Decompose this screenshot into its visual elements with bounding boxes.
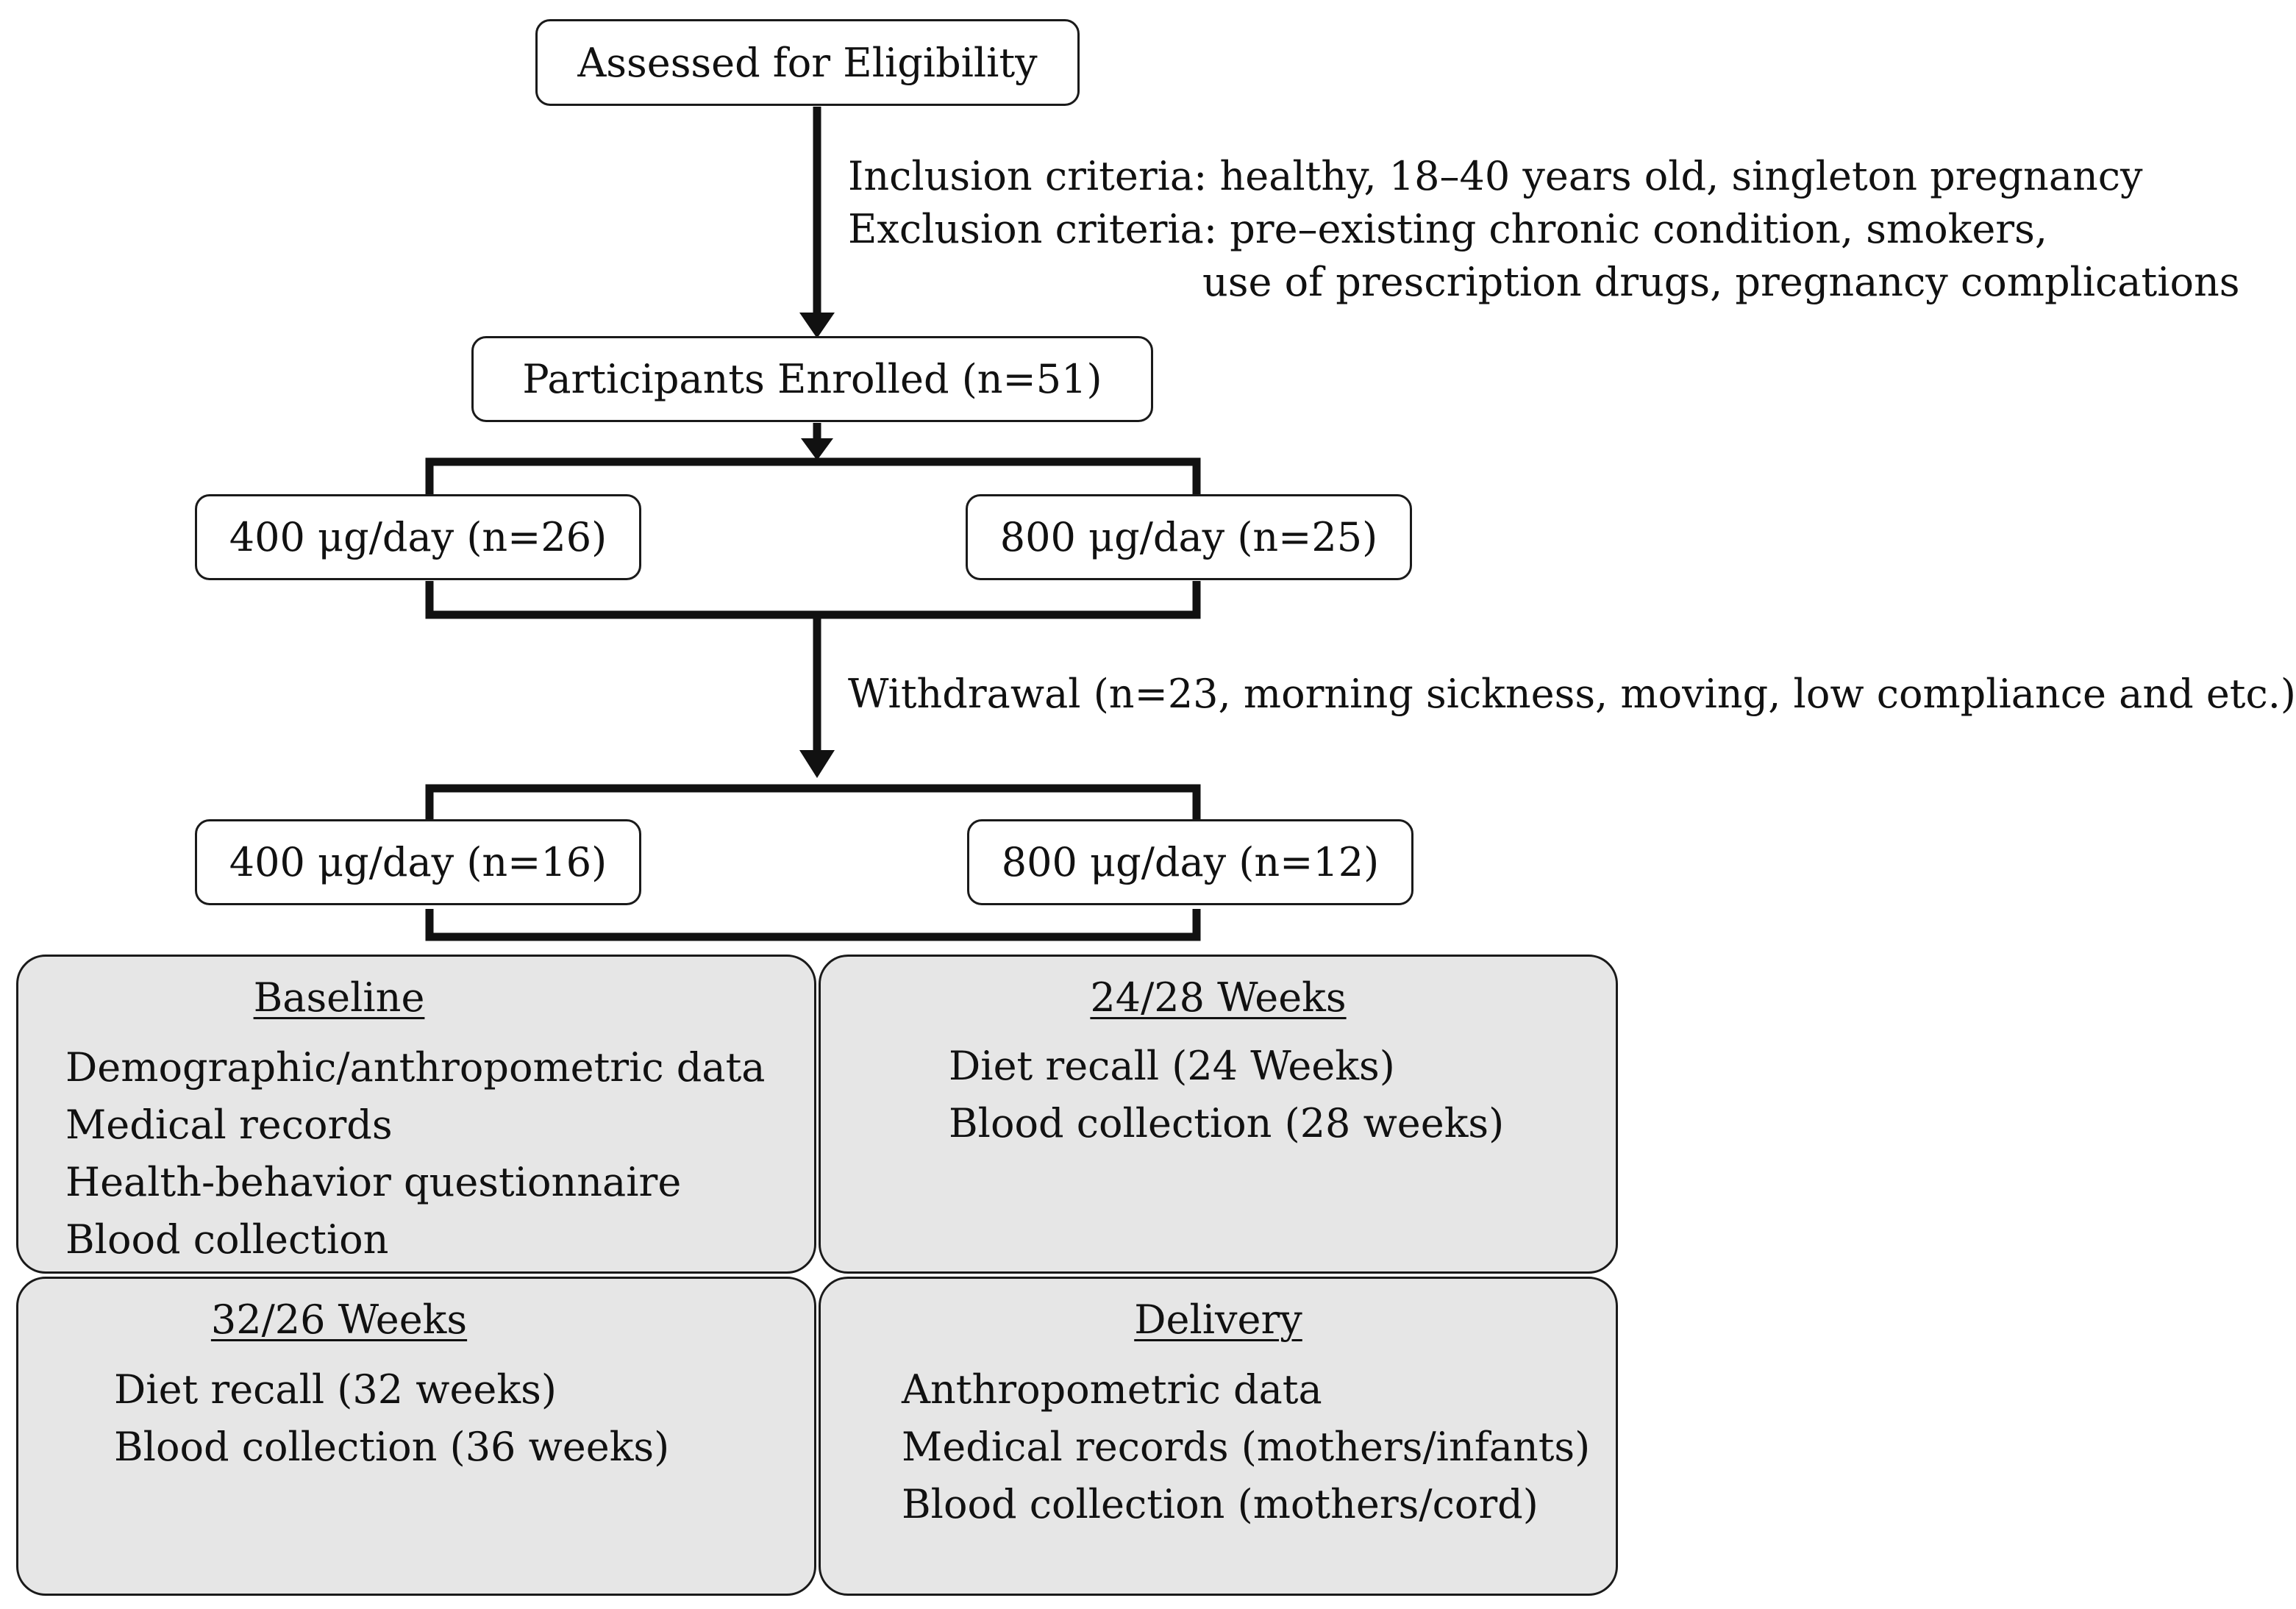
group-400-initial: 400 μg/day (n=26): [195, 494, 641, 580]
list-item: Blood collection (28 weeks): [949, 1100, 1505, 1146]
list-item: Diet recall (24 Weeks): [949, 1043, 1395, 1089]
bracket-final-top: [425, 784, 1201, 824]
panel-24-28-list: Diet recall (24 Weeks) Blood collection …: [949, 1038, 1504, 1152]
list-item: Medical records (mothers/infants): [902, 1424, 1591, 1470]
list-item: Diet recall (32 weeks): [114, 1366, 557, 1413]
withdrawal-note: Withdrawal (n=23, morning sickness, movi…: [848, 671, 2296, 717]
list-item: Health-behavior questionnaire: [65, 1159, 682, 1205]
bracket-final-bottom: [425, 909, 1201, 941]
group-800-initial: 800 μg/day (n=25): [966, 494, 1412, 580]
list-item: Blood collection: [65, 1216, 389, 1263]
panel-32-26-weeks: 32/26 Weeks Diet recall (32 weeks) Blood…: [16, 1277, 816, 1596]
arrowhead-withdrawal: [799, 750, 835, 778]
panel-delivery: Delivery Anthropometric data Medical rec…: [819, 1277, 1618, 1596]
enrolled-box: Participants Enrolled (n=51): [471, 336, 1153, 422]
group-400-final: 400 μg/day (n=16): [195, 819, 641, 905]
panel-baseline-list: Demographic/anthropometric data Medical …: [65, 1039, 765, 1269]
bracket-initial-bottom: [425, 581, 1201, 619]
panel-24-28-weeks: 24/28 Weeks Diet recall (24 Weeks) Blood…: [819, 955, 1618, 1274]
arrowhead-groups: [801, 438, 833, 460]
panel-32-26-title: 32/26 Weeks: [210, 1296, 468, 1343]
panel-delivery-title: Delivery: [1134, 1296, 1302, 1343]
panel-32-26-list: Diet recall (32 weeks) Blood collection …: [114, 1361, 669, 1476]
assessed-box: Assessed for Eligibility: [535, 19, 1080, 106]
list-item: Medical records: [65, 1102, 393, 1148]
arrowhead-enrolled: [799, 313, 835, 338]
group-800-final: 800 μg/day (n=12): [967, 819, 1413, 905]
panel-24-28-title: 24/28 Weeks: [1090, 974, 1347, 1021]
list-item: Anthropometric data: [902, 1366, 1322, 1413]
exclusion-criteria-line2: use of prescription drugs, pregnancy com…: [1202, 259, 2240, 305]
panel-baseline: Baseline Demographic/anthropometric data…: [16, 955, 816, 1274]
exclusion-criteria-line1: Exclusion criteria: pre–existing chronic…: [848, 206, 2047, 252]
panel-baseline-title: Baseline: [253, 974, 425, 1021]
list-item: Demographic/anthropometric data: [65, 1044, 766, 1091]
panel-delivery-list: Anthropometric data Medical records (mot…: [902, 1361, 1590, 1533]
bracket-initial-top: [425, 457, 1201, 500]
inclusion-criteria: Inclusion criteria: healthy, 18–40 years…: [848, 153, 2143, 199]
list-item: Blood collection (mothers/cord): [902, 1481, 1539, 1527]
list-item: Blood collection (36 weeks): [114, 1424, 670, 1470]
criteria-note: Inclusion criteria: healthy, 18–40 years…: [848, 150, 2239, 309]
